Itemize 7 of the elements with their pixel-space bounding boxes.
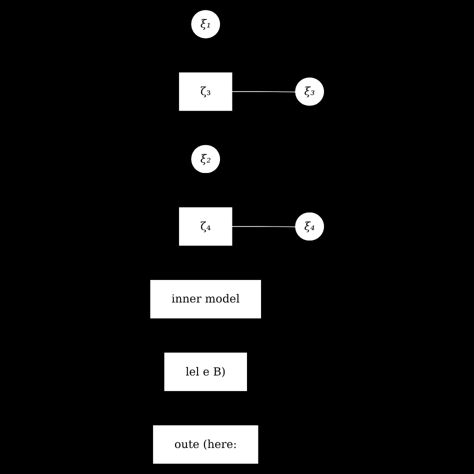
node-box: ζ₃ bbox=[178, 72, 232, 111]
connector bbox=[231, 226, 296, 228]
node-box: lel e B) bbox=[164, 352, 247, 392]
connector bbox=[231, 91, 296, 92]
node-box: ζ₄ bbox=[178, 207, 232, 246]
node-box: inner model bbox=[150, 280, 261, 318]
node-box: oute (here: bbox=[153, 425, 258, 464]
